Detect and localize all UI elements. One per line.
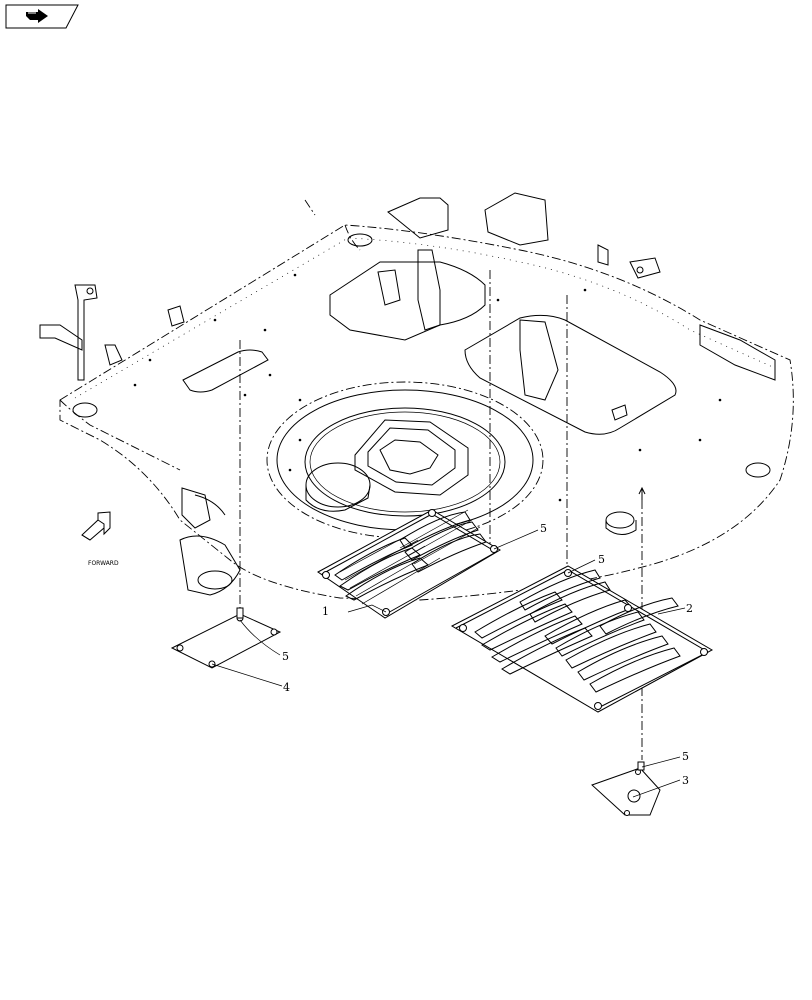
assembly-centerlines bbox=[239, 199, 646, 760]
callout-1: 1 bbox=[322, 605, 329, 618]
callout-5-grille-2: 5 bbox=[598, 553, 605, 566]
cover-part-3 bbox=[591, 761, 661, 816]
grille-part-1 bbox=[317, 509, 501, 619]
next-page-button[interactable] bbox=[5, 4, 79, 29]
callout-5-cover-3: 5 bbox=[682, 750, 689, 763]
grille-1-louvers bbox=[334, 511, 487, 601]
forward-label: FORWARD bbox=[88, 560, 119, 567]
callout-5-grille-1: 5 bbox=[540, 522, 547, 535]
upper-frame-plate bbox=[39, 192, 794, 601]
callout-2: 2 bbox=[686, 602, 693, 615]
next-page-arrow-icon bbox=[26, 9, 48, 23]
callout-4: 4 bbox=[283, 681, 290, 694]
grille-part-2 bbox=[450, 565, 714, 713]
callout-5-cover-4: 5 bbox=[282, 650, 289, 663]
forward-arrow-icon bbox=[81, 511, 111, 541]
callout-leaders bbox=[211, 529, 686, 798]
grille-2-louvers bbox=[474, 569, 681, 693]
callout-3: 3 bbox=[682, 774, 689, 787]
frame-holes bbox=[133, 273, 722, 502]
cover-part-4 bbox=[170, 607, 282, 669]
